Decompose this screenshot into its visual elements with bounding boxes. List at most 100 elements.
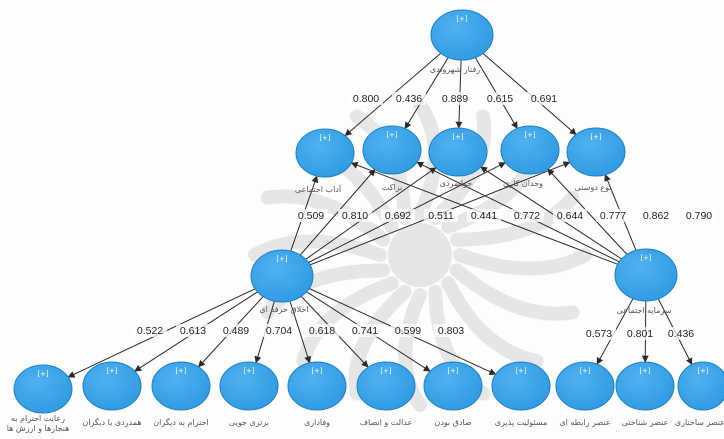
expand-tag: [+] (386, 131, 398, 139)
latent-node-b11: [+] (677, 361, 724, 411)
latent-node-b1: [+] (13, 364, 73, 414)
coef-bg (682, 209, 716, 222)
node-label: احترام به دیگران (153, 417, 209, 427)
path-coefficient: 0.522 (137, 325, 163, 337)
coef-bg (639, 209, 673, 222)
expand-tag: [+] (175, 367, 187, 375)
path-coefficient: 0.704 (266, 325, 292, 337)
watermark-petal (348, 284, 412, 401)
path-coefficient: 0.599 (395, 325, 421, 337)
expand-tag: [+] (515, 367, 527, 375)
node-ellipse (677, 361, 724, 411)
node-label: سرمایه اجتماعی (617, 306, 672, 315)
expand-tag: [+] (106, 367, 118, 375)
node-ellipse (356, 361, 416, 411)
expand-tag: [+] (452, 133, 464, 141)
watermark-petal (260, 263, 391, 320)
node-ellipse (500, 125, 560, 175)
coef-bg (219, 324, 253, 337)
coef-bg (294, 209, 328, 222)
node-label: جوانمردی (440, 179, 472, 188)
watermark-petal (441, 276, 544, 369)
path-coefficient: 0.613 (180, 325, 206, 337)
latent-node-b2: [+] (82, 361, 142, 411)
expand-tag: [+] (276, 255, 288, 263)
path-coefficient: 0.790 (686, 210, 712, 222)
coef-bg (133, 324, 167, 337)
node-ellipse (13, 364, 73, 414)
path-coefficient: 0.862 (643, 210, 669, 222)
path-arrow (547, 168, 628, 255)
expand-tag: [+] (639, 367, 651, 375)
latent-node-b6: [+] (356, 361, 416, 411)
latent-node-b3: [+] (151, 361, 211, 411)
path-arrow (299, 168, 376, 256)
node-ellipse (491, 361, 551, 411)
path-coefficient: 0.618 (309, 325, 335, 337)
node-ellipse (423, 361, 483, 411)
node-ellipse (295, 128, 355, 178)
coef-bg (623, 327, 657, 340)
node-ellipse (362, 125, 422, 175)
path-arrow (404, 57, 449, 130)
path-arrow (480, 166, 622, 260)
node-label: رفتار شهروندی (430, 65, 480, 74)
path-coefficient: 0.615 (487, 93, 513, 105)
node-label: عدالت و انصاف (360, 418, 413, 427)
node-ellipse (555, 361, 615, 411)
watermark-petal (296, 276, 399, 369)
latent-node-b8: [+] (491, 361, 551, 411)
node-ellipse (430, 9, 494, 61)
latent-node-b10: [+] (615, 361, 675, 411)
expand-tag: [+] (590, 133, 602, 141)
path-coefficient: 0.511 (428, 210, 454, 222)
coef-bg (664, 327, 698, 340)
latent-node-m1: [+] (295, 128, 355, 178)
expand-tag: [+] (37, 370, 49, 378)
coef-bg (349, 92, 383, 105)
coef-bg (553, 209, 587, 222)
latent-node-m4: [+] (500, 125, 560, 175)
coef-bg (262, 324, 296, 337)
node-ellipse (614, 248, 678, 302)
node-ellipse (250, 249, 314, 303)
latent-node-social: [+] (614, 248, 678, 302)
expand-tag: [+] (579, 367, 591, 375)
node-label: عنصر شناختی (622, 418, 669, 427)
coef-bg (391, 324, 425, 337)
expand-tag: [+] (380, 367, 392, 375)
watermark-petal (449, 263, 580, 321)
path-coefficient: 0.489 (223, 325, 249, 337)
path-coefficient: 0.573 (586, 328, 612, 340)
path-coefficient: 0.777 (600, 210, 626, 222)
expand-tag: [+] (524, 131, 536, 139)
latent-node-m3: [+] (428, 127, 488, 177)
path-coefficient: 0.741 (352, 325, 378, 337)
path-coefficient: 0.692 (385, 210, 411, 222)
node-label: عنصر ساختاری (675, 418, 724, 427)
nodes: [+] [+] [+] [+] [+] [+] [+] [+] [+] [+] [+] [+] [+] [… (13, 9, 724, 414)
coef-bg (424, 209, 458, 222)
latent-node-b5: [+] (287, 361, 347, 411)
watermark-petal (260, 189, 391, 247)
node-ellipse (287, 361, 347, 411)
path-coefficient: 0.436 (668, 328, 694, 340)
coef-bg (582, 327, 616, 340)
expand-tag: [+] (311, 367, 323, 375)
path-coefficient: 0.644 (557, 210, 583, 222)
path-arrow (289, 300, 312, 364)
path-coefficient: 0.509 (298, 210, 324, 222)
latent-node-b9: [+] (555, 361, 615, 411)
node-label: آداب اجتماعی (295, 184, 342, 194)
node-label: نزاکت (382, 183, 403, 192)
watermark-petal (248, 234, 387, 262)
coef-bg (527, 92, 561, 105)
coef-bg (348, 324, 382, 337)
latent-node-b7: [+] (423, 361, 483, 411)
path-coefficient: 0.436 (396, 93, 422, 105)
watermark-petal (453, 248, 592, 276)
coef-bg (438, 92, 472, 105)
